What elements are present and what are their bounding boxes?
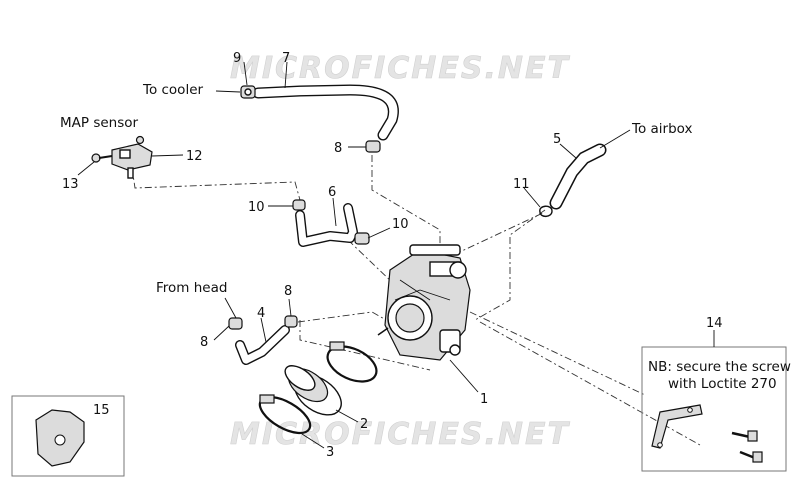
part-number-15: 15 (93, 403, 110, 418)
note-line-2: with Loctite 270 (668, 376, 777, 392)
hose-5 (549, 143, 607, 210)
clamp-8-right (284, 315, 298, 328)
hose-clamp-3 (258, 394, 312, 435)
part-number-6: 6 (328, 185, 336, 200)
part-number-9: 9 (233, 51, 241, 66)
intake-manifold-2 (284, 365, 342, 416)
bracket-14 (651, 404, 703, 449)
part-number-2: 2 (360, 417, 368, 432)
watermark-bottom: MICROFICHES.NET (230, 417, 571, 452)
clamp-10a (292, 199, 306, 211)
part-number-3: 3 (326, 445, 334, 460)
inset-box-15 (11, 395, 125, 477)
clamp-8-top (365, 140, 381, 153)
part-number-14: 14 (706, 316, 723, 331)
clamp-9 (240, 85, 256, 99)
label-from-head: From head (156, 280, 227, 296)
screw-13a (91, 153, 113, 163)
part-number-10-left: 10 (248, 200, 265, 215)
part-number-10-right: 10 (392, 217, 409, 232)
label-map-sensor: MAP sensor (60, 115, 139, 131)
part-number-11: 11 (513, 177, 530, 192)
part-number-8-mid: 8 (284, 284, 292, 299)
part-number-12: 12 (186, 149, 203, 164)
part-number-13: 13 (62, 177, 79, 192)
throttle-sensor-15 (35, 409, 85, 467)
hose-4 (235, 325, 290, 365)
throttle-body-1 (377, 244, 471, 361)
clamp-8-left (228, 317, 243, 330)
part-number-5: 5 (553, 132, 561, 147)
part-number-4: 4 (257, 306, 265, 321)
note-line-1: NB: secure the screw (648, 359, 791, 375)
screw-14b (739, 450, 763, 463)
part-number-8-left: 8 (200, 335, 208, 350)
hose-7 (252, 84, 399, 141)
label-to-airbox: To airbox (631, 121, 692, 137)
clamp-11 (539, 205, 553, 218)
part-number-7: 7 (282, 51, 290, 66)
hose-clamp-upper (326, 341, 378, 383)
screw-14a (731, 430, 758, 442)
clamp-10b (354, 232, 370, 245)
part-number-8-top: 8 (334, 141, 342, 156)
screw-13b (135, 135, 145, 145)
part-number-1: 1 (480, 392, 488, 407)
watermark-top: MICROFICHES.NET (230, 51, 571, 86)
label-to-cooler: To cooler (142, 82, 204, 98)
leader-lines (77, 61, 715, 449)
map-sensor-12 (111, 143, 153, 179)
hose-6 (295, 203, 358, 247)
